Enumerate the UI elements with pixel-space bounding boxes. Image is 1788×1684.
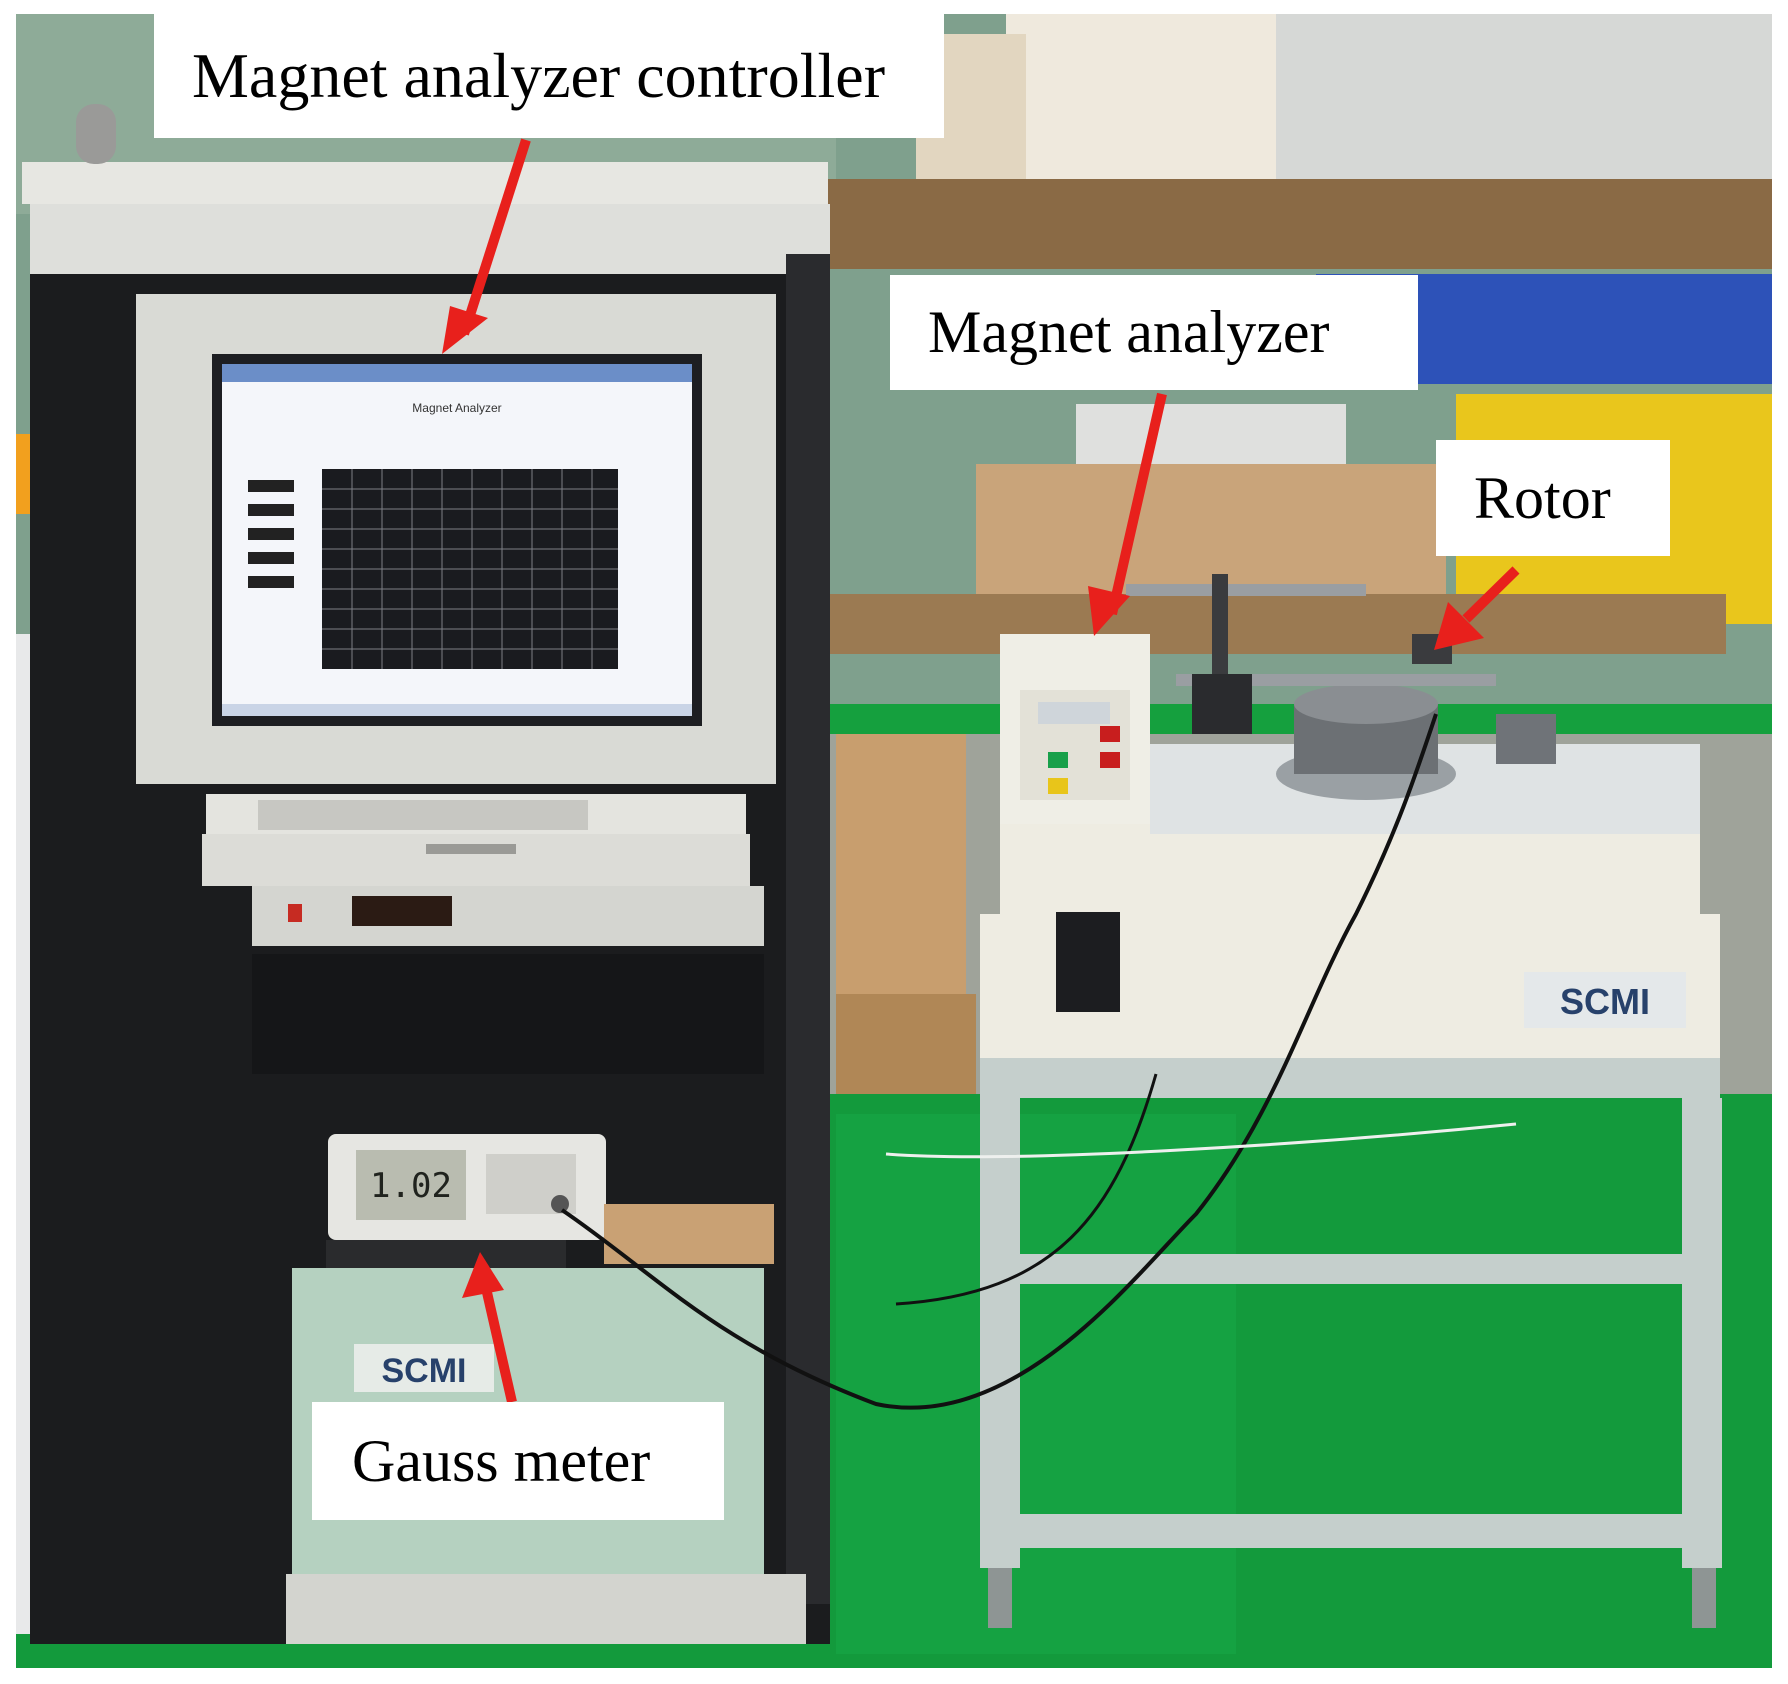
lower-pallet <box>836 994 976 1104</box>
gauss-meter-reading: 1.02 <box>370 1166 452 1206</box>
floor-shine <box>836 1114 1236 1654</box>
wooden-pallet-top <box>826 179 1772 269</box>
rack-top-cap <box>22 162 828 204</box>
screen-taskbar <box>222 704 692 716</box>
control-unit-display <box>352 896 452 926</box>
back-shelf-boxes <box>976 464 1446 594</box>
arrow-analyzer <box>1088 392 1167 636</box>
analyzer-btn-green <box>1048 752 1068 768</box>
drawer-handle <box>426 844 516 854</box>
rack-bottom-cap <box>286 1574 806 1644</box>
table-top-frame <box>980 1058 1720 1098</box>
lower-boxes <box>836 734 966 994</box>
analyzer-btn-red-1 <box>1100 726 1120 742</box>
rack-brand-plate <box>354 1344 494 1392</box>
screen-sidebar-btn-1 <box>248 480 294 492</box>
analyzer-brand-plate <box>1524 972 1686 1028</box>
callout-gauss-meter: Gauss meter <box>312 1402 724 1520</box>
arrow-gauss-meter <box>462 1252 517 1404</box>
rack-top-panel <box>30 204 830 274</box>
drawer-front <box>202 834 750 886</box>
screen-title: Magnet Analyzer <box>412 401 501 415</box>
rack-brand-text: SCMI <box>382 1352 467 1390</box>
callout-magnet-analyzer-controller: Magnet analyzer controller <box>154 14 944 138</box>
fixture-clamp <box>1192 674 1252 734</box>
screen-sidebar-btn-5 <box>248 576 294 588</box>
cardboard-box-top <box>1006 14 1276 184</box>
callout-magnet-analyzer: Magnet analyzer <box>890 275 1418 390</box>
table-leg-right <box>1682 1098 1722 1568</box>
control-unit <box>252 886 764 946</box>
gauss-meter-probe-port <box>551 1195 569 1213</box>
analyzer-display <box>1038 702 1110 724</box>
screen-sidebar-btn-3 <box>248 528 294 540</box>
table-low-bar <box>1020 1514 1682 1548</box>
callout-rotor: Rotor <box>1436 440 1670 556</box>
table-leg-left <box>980 1098 1020 1568</box>
pc-chassis <box>252 954 764 1074</box>
rack-lift-ring <box>76 104 116 164</box>
rack-side-right <box>786 254 830 1604</box>
screen-titlebar <box>222 364 692 382</box>
fixture-cross-bar <box>1176 674 1496 686</box>
analyzer-power-cable <box>895 1073 1158 1306</box>
back-tray <box>1076 404 1346 464</box>
screen-sidebar-btn-2 <box>248 504 294 516</box>
white-panels-stack <box>1276 14 1772 194</box>
analyzer-power-panel <box>1056 912 1120 1012</box>
arrow-rotor <box>1434 566 1520 650</box>
power-switch <box>288 904 302 922</box>
cardboard-behind-rack <box>604 1204 774 1264</box>
gauss-meter-lcd <box>356 1150 466 1220</box>
middle-pallet <box>826 594 1726 654</box>
analyzer-brand-text: SCMI <box>1560 981 1650 1022</box>
fixture-right-block <box>1496 714 1556 764</box>
rotor-chuck-top <box>1294 684 1438 724</box>
equipment-photo: Magnet Analyzer 1.02 SCMI <box>16 14 1772 1668</box>
fixture-post <box>1212 574 1228 694</box>
analyzer-btn-yellow <box>1048 778 1068 794</box>
table-foot-right <box>1692 1568 1716 1628</box>
table-foot-left <box>988 1568 1012 1628</box>
keyboard <box>258 800 588 830</box>
probe-cable <box>560 713 1438 1410</box>
screen-plot-grid <box>322 469 618 669</box>
screen-sidebar-btn-4 <box>248 552 294 564</box>
arrow-controller <box>442 138 531 354</box>
floor-white-cable <box>885 1122 1517 1159</box>
fixture-arm <box>1126 584 1366 596</box>
analyzer-btn-red-2 <box>1100 752 1120 768</box>
table-mid-bar <box>1020 1254 1682 1284</box>
